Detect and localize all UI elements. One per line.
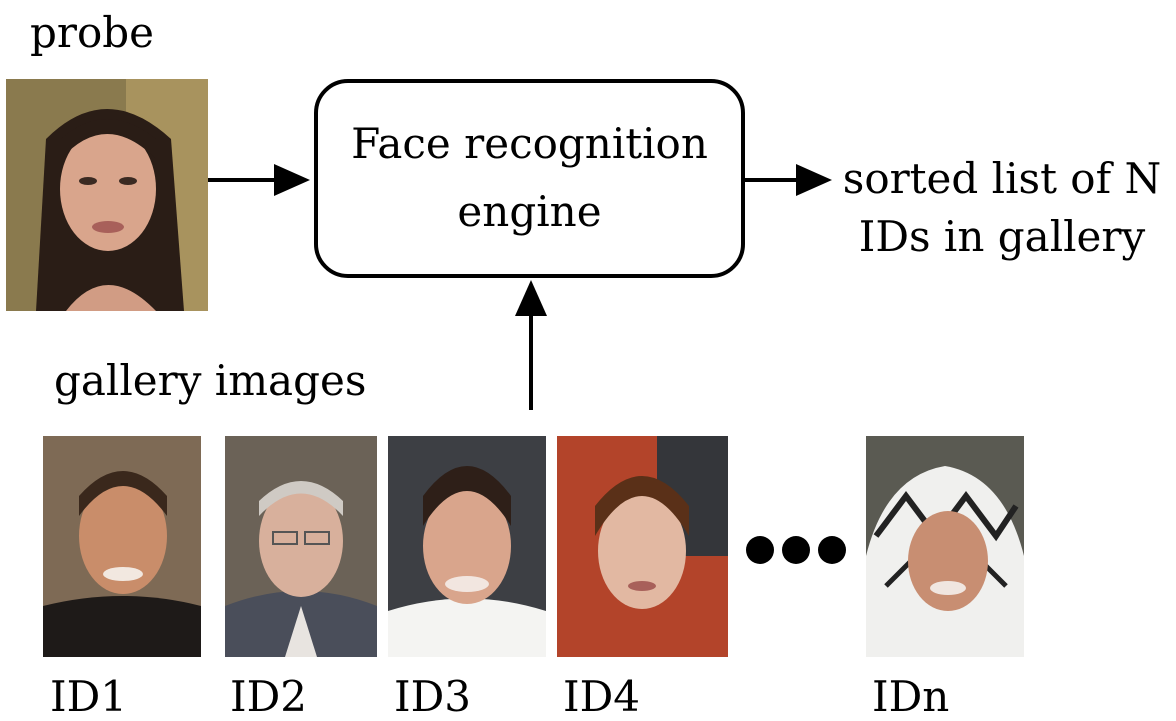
gallery-photo-id3 — [388, 436, 546, 657]
gallery-photo-idn — [866, 436, 1024, 657]
engine-to-output-arrowhead — [796, 164, 832, 196]
gallery-to-engine-arrowhead — [515, 280, 547, 316]
probe-to-engine-arrowhead — [274, 164, 310, 196]
gallery-photo-id4 — [557, 436, 728, 657]
gallery-id-label: ID4 — [563, 672, 640, 721]
ellipsis-dot-3 — [818, 536, 846, 564]
face-recognition-engine-box: Face recognition engine — [314, 79, 745, 278]
probe-photo — [6, 79, 208, 311]
gallery-id-label: ID3 — [394, 672, 471, 721]
engine-label-line2: engine — [457, 187, 602, 236]
engine-label-line1: Face recognition — [351, 119, 708, 168]
gallery-id-label: ID2 — [230, 672, 307, 721]
output-label-line2: IDs in gallery — [858, 212, 1146, 261]
gallery-id-label: IDn — [872, 672, 950, 721]
gallery-photo-id2 — [225, 436, 377, 657]
gallery-id-label: ID1 — [50, 672, 127, 721]
output-label-line1: sorted list of N — [842, 154, 1162, 203]
gallery-photo-id1 — [43, 436, 201, 657]
ellipsis-dot-1 — [746, 536, 774, 564]
gallery-label: gallery images — [54, 356, 367, 405]
ellipsis-dot-2 — [782, 536, 810, 564]
probe-label: probe — [30, 8, 154, 57]
output-label: sorted list of N IDs in gallery — [828, 150, 1176, 266]
